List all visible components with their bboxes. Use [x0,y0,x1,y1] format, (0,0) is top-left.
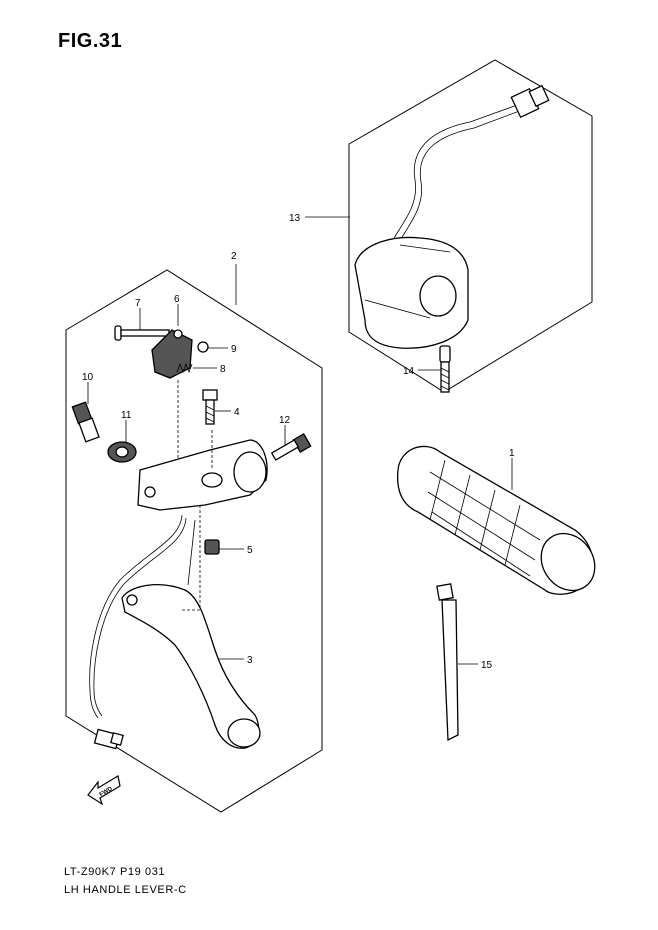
alignment-guides [177,380,213,611]
circlip-part [197,341,209,353]
callout-4: 4 [234,407,240,418]
spring-part [176,362,193,374]
callout-7: 7 [135,298,141,309]
handlebar-switch-part [354,84,550,349]
callout-15: 15 [481,660,493,671]
figure-title: FIG.31 [58,30,123,52]
footer-model-code: LT-Z90K7 P19 031 [64,866,166,878]
callout-1: 1 [509,448,515,459]
switch-screw-part [439,345,451,393]
grip-part [396,445,596,595]
callout-13: 13 [289,213,301,224]
adjuster-part [71,401,100,443]
pivot-bolt-part [114,325,170,341]
switch-assembly-boundary [348,59,593,393]
lock-nut-part [107,441,137,463]
nut-part [204,539,220,555]
callout-2: 2 [231,251,237,262]
callout-8: 8 [220,364,226,375]
cable-tie-part [436,583,459,742]
lever-switch-housing-part [151,329,193,379]
bracket-bolt-part [270,433,312,461]
callout-3: 3 [247,655,253,666]
fwd-arrow-icon: FWD [87,775,121,806]
clutch-lever-part [121,519,261,749]
callout-9: 9 [231,344,237,355]
lever-switch-cable-part [89,514,187,750]
callout-14: 14 [403,366,415,377]
callout-10: 10 [82,372,94,383]
callout-11: 11 [121,410,132,421]
callout-12: 12 [279,415,291,426]
bolt-4-part [202,389,218,425]
callout-5: 5 [247,545,253,556]
callout-6: 6 [174,294,180,305]
lever-holder-part [137,439,268,511]
footer-description: LH HANDLE LEVER-C [64,884,187,896]
lever-assembly-boundary [65,269,323,813]
